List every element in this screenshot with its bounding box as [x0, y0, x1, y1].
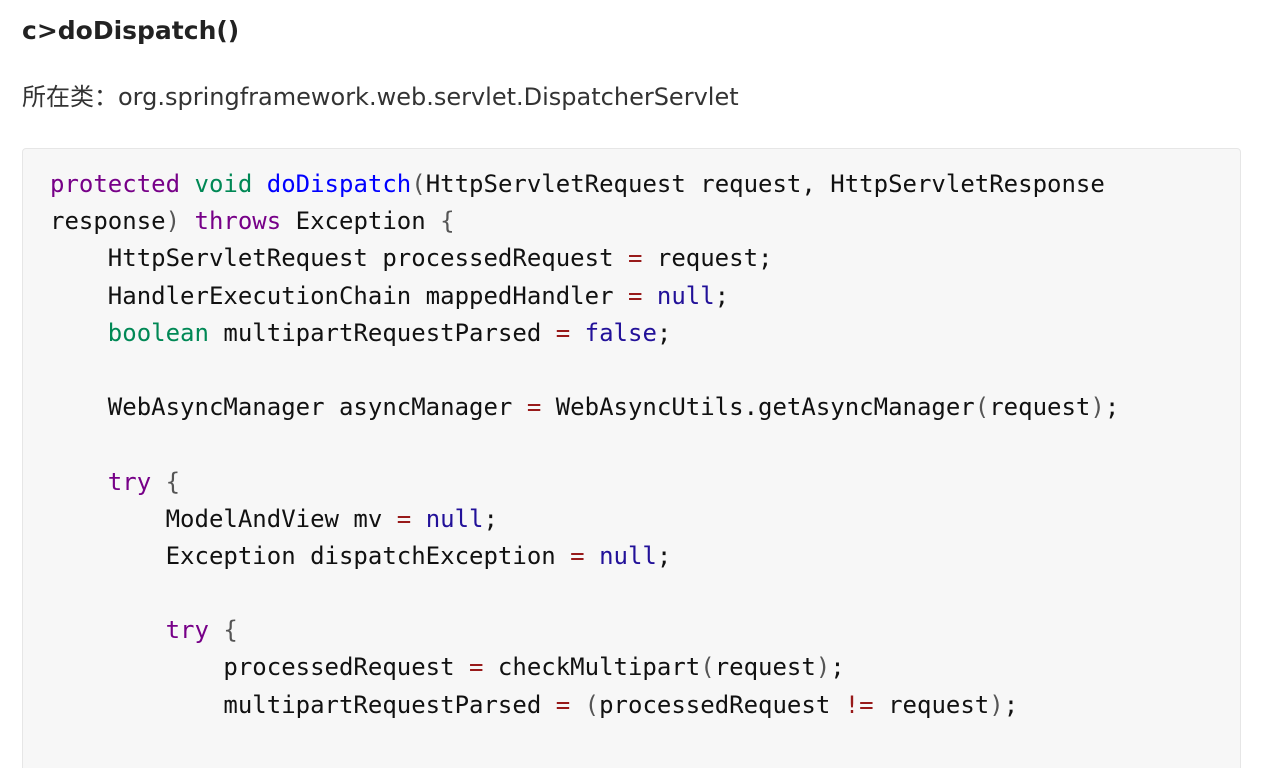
assign-op: = — [627, 281, 643, 310]
code-block: protected void doDispatch(HttpServletReq… — [22, 148, 1241, 768]
decl-processed-request: HttpServletRequest processedRequest — [107, 244, 628, 273]
code-line-2: response) throws Exception { — [50, 203, 1119, 240]
arg-request: request — [989, 393, 1091, 422]
params-part-2: response — [50, 207, 166, 236]
rhs-check-multipart: checkMultipart — [483, 653, 701, 682]
code-line-15: multipartRequestParsed = (processedReque… — [50, 687, 1119, 724]
semicolon: ; — [714, 281, 730, 310]
assign-processed-request: processedRequest — [223, 653, 470, 682]
method-name: doDispatch — [266, 170, 412, 198]
assign-op: = — [555, 318, 571, 347]
code-line-7: WebAsyncManager asyncManager = WebAsyncU… — [50, 389, 1119, 426]
decl-async-manager: WebAsyncManager asyncManager — [107, 393, 527, 422]
rhs-get-async-manager: WebAsyncUtils.getAsyncManager — [541, 393, 975, 422]
assign-op: = — [396, 504, 412, 533]
semicolon: ; — [830, 653, 845, 682]
literal-null: null — [656, 281, 715, 310]
code-line-14: processedRequest = checkMultipart(reques… — [50, 649, 1119, 686]
brace-open: { — [165, 467, 181, 496]
assign-op: = — [627, 244, 643, 273]
semicolon: ; — [656, 318, 672, 347]
paren-close: ) — [1090, 393, 1105, 422]
literal-null: null — [425, 504, 484, 533]
code-line-5: boolean multipartRequestParsed = false; — [50, 315, 1119, 352]
assign-op: = — [469, 653, 484, 682]
code-line-4: HandlerExecutionChain mappedHandler = nu… — [50, 278, 1119, 315]
code-line-6 — [50, 352, 1119, 389]
semicolon: ; — [483, 504, 498, 533]
keyword-try: try — [107, 467, 152, 496]
section-heading: c>doDispatch() — [22, 16, 240, 45]
assign-op: = — [555, 690, 571, 719]
brace-open: { — [440, 207, 455, 236]
code-line-11: Exception dispatchException = null; — [50, 538, 1119, 575]
arg-request: request — [714, 653, 816, 682]
paren-open: ( — [411, 170, 426, 198]
code-line-1: protected void doDispatch(HttpServletReq… — [50, 166, 1119, 203]
assign-op: = — [526, 393, 542, 422]
paren-open: ( — [584, 690, 600, 719]
type-boolean: boolean — [107, 318, 209, 347]
keyword-try: try — [165, 616, 209, 645]
class-info: 所在类：org.springframework.web.servlet.Disp… — [22, 80, 739, 114]
code-line-10: ModelAndView mv = null; — [50, 501, 1119, 538]
compare-left: processedRequest — [599, 690, 845, 719]
keyword-throws: throws — [194, 207, 282, 236]
paren-open: ( — [700, 653, 715, 682]
semicolon: ; — [656, 541, 672, 570]
class-name: org.springframework.web.servlet.Dispatch… — [118, 83, 739, 111]
brace-open: { — [223, 616, 238, 645]
paren-close: ) — [165, 207, 181, 236]
code-line-8 — [50, 426, 1119, 463]
decl-multipart-parsed: multipartRequestParsed — [208, 318, 556, 347]
paren-close: ) — [989, 690, 1004, 719]
code-content: protected void doDispatch(HttpServletReq… — [50, 166, 1119, 724]
params-part-1: HttpServletRequest request, HttpServletR… — [425, 170, 1105, 198]
decl-mapped-handler: HandlerExecutionChain mappedHandler — [107, 281, 628, 310]
paren-open: ( — [974, 393, 990, 422]
semicolon: ; — [1003, 690, 1019, 719]
assign-op: = — [570, 541, 585, 570]
keyword-protected: protected — [50, 170, 181, 198]
not-equal-op: != — [844, 690, 874, 719]
code-line-3: HttpServletRequest processedRequest = re… — [50, 240, 1119, 277]
literal-null: null — [599, 541, 657, 570]
compare-right: request — [873, 690, 990, 719]
assign-multipart-parsed: multipartRequestParsed — [223, 690, 556, 719]
type-void: void — [194, 170, 253, 198]
rhs-request: request; — [642, 244, 773, 273]
decl-model-and-view: ModelAndView mv — [165, 504, 397, 533]
semicolon: ; — [1104, 393, 1120, 422]
literal-false: false — [584, 318, 657, 347]
class-label: 所在类： — [22, 83, 118, 111]
code-line-13: try { — [50, 612, 1119, 649]
paren-close: ) — [815, 653, 831, 682]
code-line-9: try { — [50, 464, 1119, 501]
code-line-12 — [50, 575, 1119, 612]
decl-dispatch-exception: Exception dispatchException — [165, 541, 571, 570]
exception-type: Exception — [295, 207, 426, 236]
